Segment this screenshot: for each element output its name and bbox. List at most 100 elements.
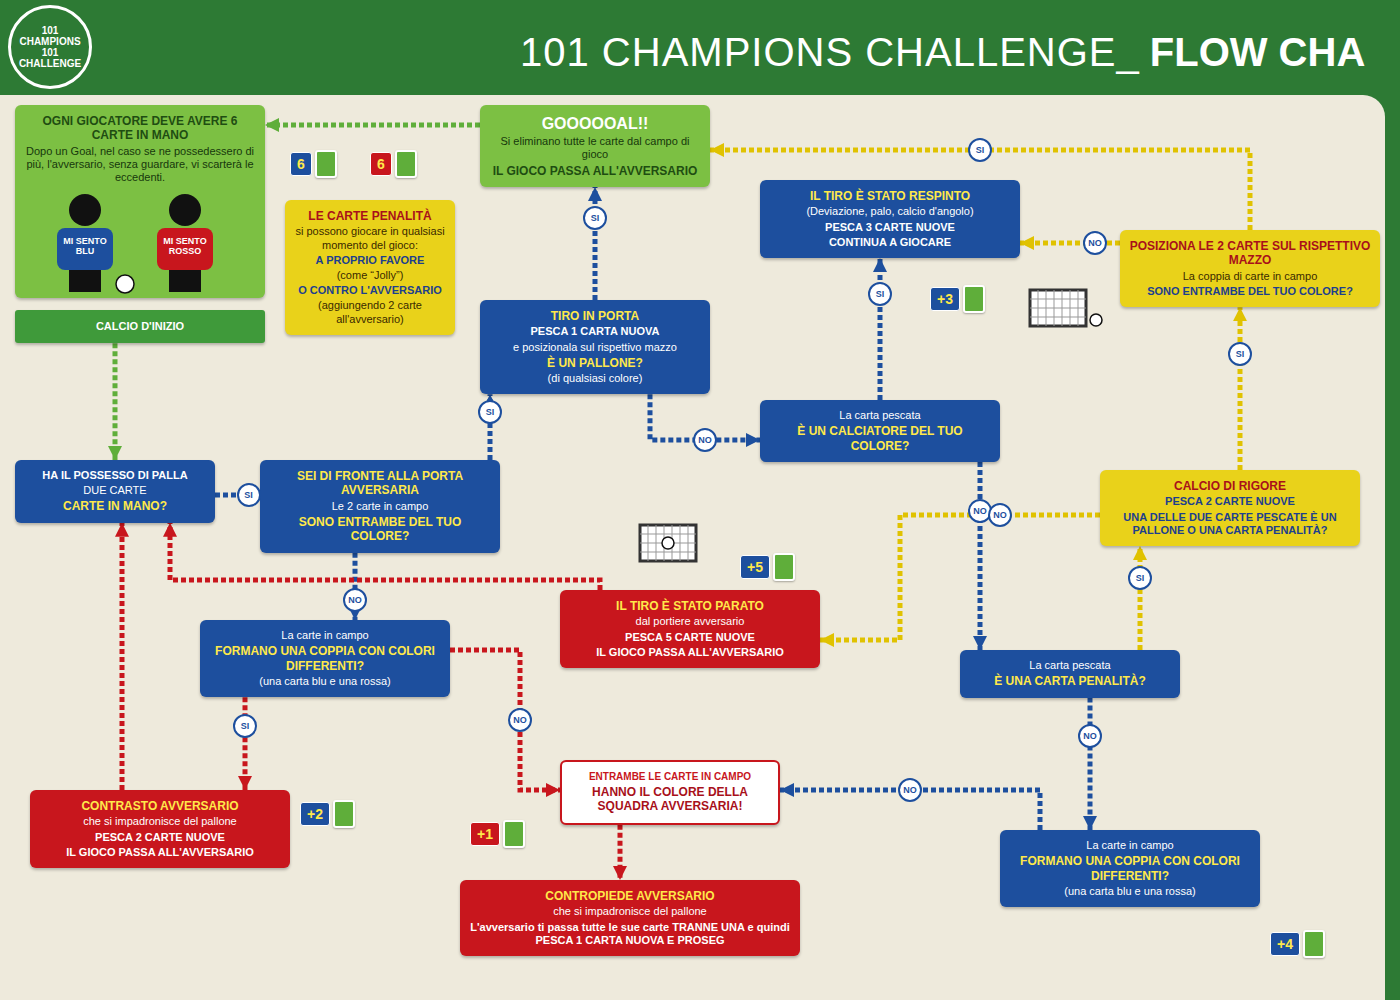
player-head — [169, 194, 201, 226]
card-count-badge: +2 — [300, 800, 355, 828]
flow-connector — [1238, 307, 1243, 470]
edge-label: SI — [237, 483, 261, 507]
node-text: FORMANO UNA COPPIA CON COLORI DIFFERENTI… — [209, 644, 441, 673]
node-text: HANNO IL COLORE DELLA SQUADRA AVVERSARIA… — [571, 785, 769, 814]
node-text: IL GIOCO PASSA ALL'AVVERSARIO — [39, 846, 281, 859]
node-text: CALCIO D'INIZIO — [24, 320, 256, 333]
player-figures — [15, 188, 265, 298]
outcome-box: IL TIRO È STATO PARATOdal portiere avver… — [560, 590, 820, 668]
node-text: TIRO IN PORTA — [489, 309, 701, 323]
node-text: La carta pescata — [969, 659, 1171, 672]
node-text: PESCA 3 CARTE NUOVE — [769, 221, 1011, 234]
decision-box: CALCIO DI RIGOREPESCA 2 CARTE NUOVEUNA D… — [1100, 470, 1360, 546]
ball — [116, 275, 134, 293]
edge-label: NO — [508, 708, 532, 732]
edge-label: NO — [1078, 724, 1102, 748]
node-text: PESCA 1 CARTA NUOVA — [489, 325, 701, 338]
card-icon — [503, 820, 525, 848]
node-text: ENTRAMBE LE CARTE IN CAMPO — [571, 771, 769, 783]
node-text: IL GIOCO PASSA ALL'AVVERSARIO — [569, 646, 811, 659]
card-count-badge: +3 — [930, 285, 985, 313]
card-icon — [315, 150, 337, 178]
node-text: (aggiungendo 2 carte all'avversario) — [294, 299, 446, 325]
flow-connector — [450, 650, 560, 790]
callout-number: +2 — [300, 802, 330, 826]
edge-label: SI — [868, 282, 892, 306]
decision-box: HA IL POSSESSO DI PALLA DUE CARTE CARTE IN… — [15, 460, 215, 523]
edge-label: SI — [1228, 342, 1252, 366]
edge-label: NO — [988, 503, 1012, 527]
decision-box: La carta pescataÈ UN CALCIATORE DEL TUO … — [760, 400, 1000, 462]
node-text: CONTINUA A GIOCARE — [769, 236, 1011, 249]
player-shirt — [57, 228, 113, 270]
node-text: (una carta blu e una rossa) — [1009, 885, 1251, 898]
edge-label: NO — [693, 428, 717, 452]
outcome-box: IL TIRO È STATO RESPINTO(Deviazione, pal… — [760, 180, 1020, 258]
node-text: CARTE IN MANO? — [24, 499, 206, 513]
node-text: DUE CARTE — [24, 484, 206, 497]
node-text: CALCIO DI RIGORE — [1109, 479, 1351, 493]
shirt-label: MI SENTO ROSSO — [157, 236, 213, 257]
card-count-badge: +4 — [1270, 930, 1325, 958]
node-text: SONO ENTRAMBE DEL TUO COLORE? — [1129, 285, 1371, 298]
node-text: PESCA 2 CARTE NUOVE — [39, 831, 281, 844]
goal-icon — [640, 525, 696, 561]
setup-box: OGNI GIOCATORE DEVE AVERE 6 CARTE IN MAN… — [15, 105, 265, 298]
card-count-badge: +1 — [470, 820, 525, 848]
card-icon — [395, 150, 417, 178]
decision-box: La carte in campoFORMANO UNA COPPIA CON … — [1000, 830, 1260, 907]
flow-connector — [820, 515, 1100, 640]
edge-label: NO — [898, 778, 922, 802]
node-text: È UN PALLONE? — [489, 356, 701, 370]
edge-label: NO — [1083, 231, 1107, 255]
node-text: La carte in campo — [209, 629, 441, 642]
flow-connector — [978, 462, 983, 650]
flow-connector — [593, 187, 598, 300]
node-text: L'avversario ti passa tutte le sue carte… — [469, 921, 791, 947]
card-icon — [1303, 930, 1325, 958]
decision-box: La carte in campoFORMANO UNA COPPIA CON … — [200, 620, 450, 697]
node-text: È UN CALCIATORE DEL TUO COLORE? — [769, 424, 991, 453]
chart-title: 101 CHAMPIONS CHALLENGE_ — [520, 30, 1140, 75]
outcome-box: CONTROPIEDE AVVERSARIOche si impadronisc… — [460, 880, 800, 956]
node-text: HA IL POSSESSO DI PALLA — [24, 469, 206, 482]
node-text: PESCA 5 CARTE NUOVE — [569, 631, 811, 644]
node-text: POSIZIONA LE 2 CARTE SUL RISPETTIVO MAZZ… — [1129, 239, 1371, 268]
node-text: Le 2 carte in campo — [269, 500, 491, 513]
node-text: che si impadronisce del pallone — [469, 905, 791, 918]
node-text: IL TIRO È STATO RESPINTO — [769, 189, 1011, 203]
flow-connector — [1088, 698, 1093, 830]
callout-number: 6 — [370, 152, 392, 176]
callout-number: 6 — [290, 152, 312, 176]
node-text: O CONTRO L'AVVERSARIO — [294, 284, 446, 297]
node-text: che si impadronisce del pallone — [39, 815, 281, 828]
node-text: IL GIOCO PASSA ALL'AVVERSARIO — [489, 164, 701, 178]
edge-label: SI — [478, 400, 502, 424]
card-count-badge: 6 — [290, 150, 337, 178]
node-text: GOOOOOAL!! — [489, 114, 701, 133]
card-icon — [773, 553, 795, 581]
flow-connector — [1138, 546, 1143, 650]
edge-label: SI — [968, 138, 992, 162]
edge-label: NO — [343, 588, 367, 612]
node-text: si possono giocare in qualsiasi momento … — [294, 225, 446, 251]
card-count-badge: +5 — [740, 553, 795, 581]
title-suffix: FLOW CHA — [1150, 30, 1366, 75]
node-text: LE CARTE PENALITÀ — [294, 209, 446, 223]
flow-connector — [618, 825, 623, 880]
node-text: A PROPRIO FAVORE — [294, 254, 446, 267]
edge-label: SI — [1128, 566, 1152, 590]
logo-badge: 101 CHAMPIONS 101 CHALLENGE — [8, 5, 92, 89]
note-box: ENTRAMBE LE CARTE IN CAMPO HANNO IL COLOR… — [560, 760, 780, 825]
node-text: CONTRASTO AVVERSARIO — [39, 799, 281, 813]
flow-connector — [265, 123, 480, 128]
card-count-badge: 6 — [370, 150, 417, 178]
node-text: FORMANO UNA COPPIA CON COLORI DIFFERENTI… — [1009, 854, 1251, 883]
callout-number: +3 — [930, 287, 960, 311]
player-head — [69, 194, 101, 226]
outcome-box: CONTRASTO AVVERSARIO che si impadronisce … — [30, 790, 290, 868]
callout-number: +5 — [740, 555, 770, 579]
node-text: UNA DELLE DUE CARTE PESCATE È UN PALLONE… — [1109, 511, 1351, 537]
decision-box: TIRO IN PORTAPESCA 1 CARTA NUOVAe posizi… — [480, 300, 710, 394]
